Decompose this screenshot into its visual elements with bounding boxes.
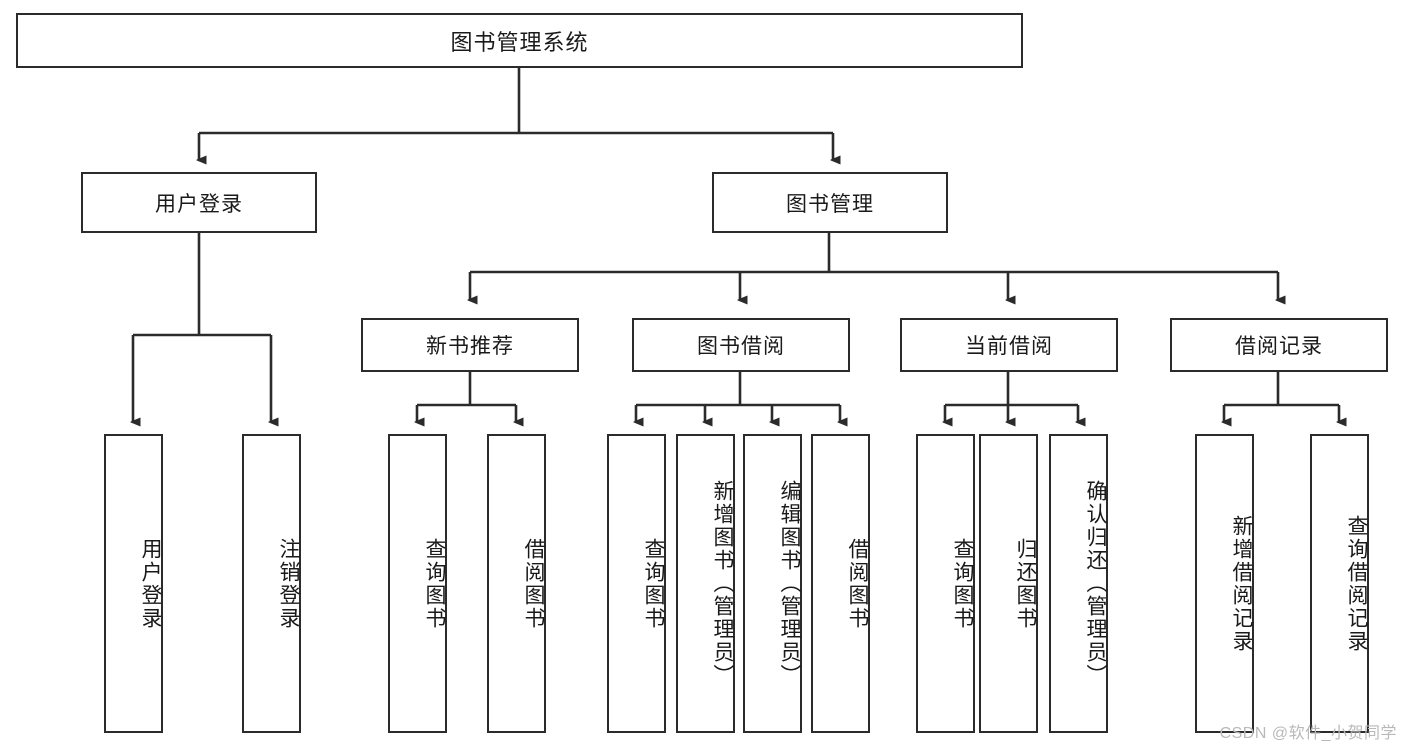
node-current-borrow[interactable]: 当前借阅 xyxy=(900,318,1118,372)
node-leaf-add-book-admin[interactable]: 新增图书（管理员） xyxy=(676,434,735,733)
node-label: 查询图书 xyxy=(951,537,974,630)
node-label: 图书借阅 xyxy=(697,335,785,358)
node-label: 编辑图书（管理员） xyxy=(778,480,801,687)
node-label: 借阅记录 xyxy=(1235,335,1323,358)
node-leaf-query-book-current[interactable]: 查询图书 xyxy=(916,434,975,733)
node-label: 注销登录 xyxy=(277,537,300,630)
node-leaf-user-login[interactable]: 用户登录 xyxy=(104,434,163,733)
node-label: 确认归还（管理员） xyxy=(1084,480,1107,687)
node-label: 归还图书 xyxy=(1014,537,1037,630)
csdn-watermark: CSDN @软件_小贺同学 xyxy=(1219,725,1397,742)
node-label: 新增图书（管理员） xyxy=(711,480,734,687)
node-label: 用户登录 xyxy=(155,192,243,216)
node-label: 查询图书 xyxy=(423,537,446,630)
node-leaf-add-borrow-record[interactable]: 新增借阅记录 xyxy=(1195,434,1254,733)
node-label: 查询图书 xyxy=(642,537,665,630)
node-label: 图书管理 xyxy=(786,192,874,216)
node-leaf-query-book[interactable]: 查询图书 xyxy=(607,434,666,733)
node-leaf-query-borrow-record[interactable]: 查询借阅记录 xyxy=(1310,434,1369,733)
node-new-book-recommend[interactable]: 新书推荐 xyxy=(361,318,579,372)
node-book-borrow[interactable]: 图书借阅 xyxy=(632,318,850,372)
node-label: 新增借阅记录 xyxy=(1230,514,1253,653)
node-user-login[interactable]: 用户登录 xyxy=(81,172,317,233)
node-leaf-return-book[interactable]: 归还图书 xyxy=(979,434,1038,733)
node-label: 借阅图书 xyxy=(522,537,545,630)
node-label: 当前借阅 xyxy=(965,335,1053,358)
node-leaf-edit-book-admin[interactable]: 编辑图书（管理员） xyxy=(743,434,802,733)
node-leaf-logout[interactable]: 注销登录 xyxy=(242,434,301,733)
node-leaf-borrow-book[interactable]: 借阅图书 xyxy=(811,434,870,733)
node-borrow-record[interactable]: 借阅记录 xyxy=(1170,318,1388,372)
node-label: 查询借阅记录 xyxy=(1345,514,1368,653)
node-root-system[interactable]: 图书管理系统 xyxy=(16,13,1023,68)
node-book-management[interactable]: 图书管理 xyxy=(712,172,948,233)
node-label: 新书推荐 xyxy=(426,335,514,358)
node-leaf-borrow-book-recommend[interactable]: 借阅图书 xyxy=(487,434,546,733)
node-label: 用户登录 xyxy=(139,537,162,630)
node-label: 图书管理系统 xyxy=(450,29,589,55)
node-leaf-query-book-recommend[interactable]: 查询图书 xyxy=(388,434,447,733)
node-leaf-confirm-return-admin[interactable]: 确认归还（管理员） xyxy=(1049,434,1108,733)
node-label: 借阅图书 xyxy=(846,537,869,630)
